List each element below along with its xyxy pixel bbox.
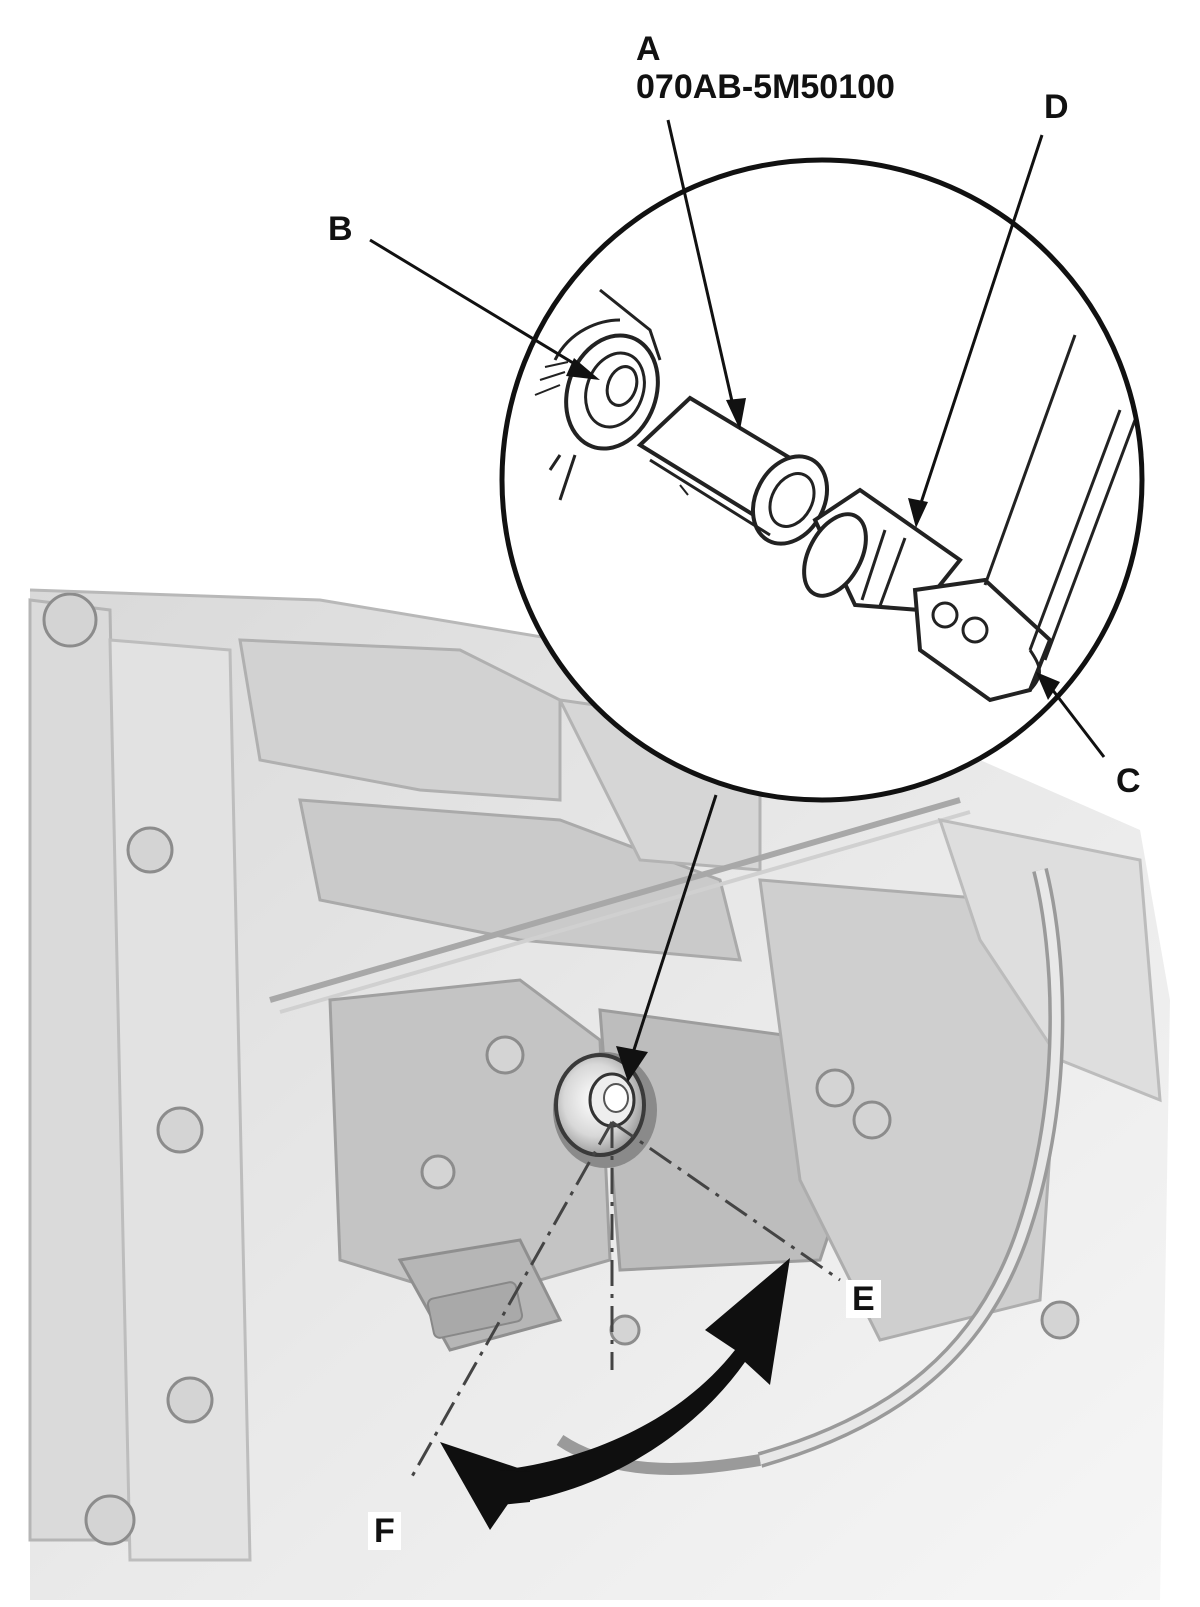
shaft-end-on-housing — [553, 1052, 657, 1168]
label-d: D — [1044, 88, 1069, 126]
label-f: F — [368, 1512, 401, 1550]
label-b: B — [328, 210, 353, 248]
position-lines — [408, 1120, 841, 1481]
label-a-part-number: 070AB-5M50100 — [636, 68, 895, 106]
tool-d-illustration — [802, 334, 1137, 703]
rotation-arrow — [440, 1258, 790, 1530]
label-a: A — [636, 30, 661, 68]
leader-lines — [369, 119, 1106, 1082]
label-e: E — [846, 1280, 881, 1318]
tool-a-illustration — [636, 395, 829, 546]
label-c: C — [1116, 762, 1141, 800]
magnified-view — [499, 157, 1145, 803]
